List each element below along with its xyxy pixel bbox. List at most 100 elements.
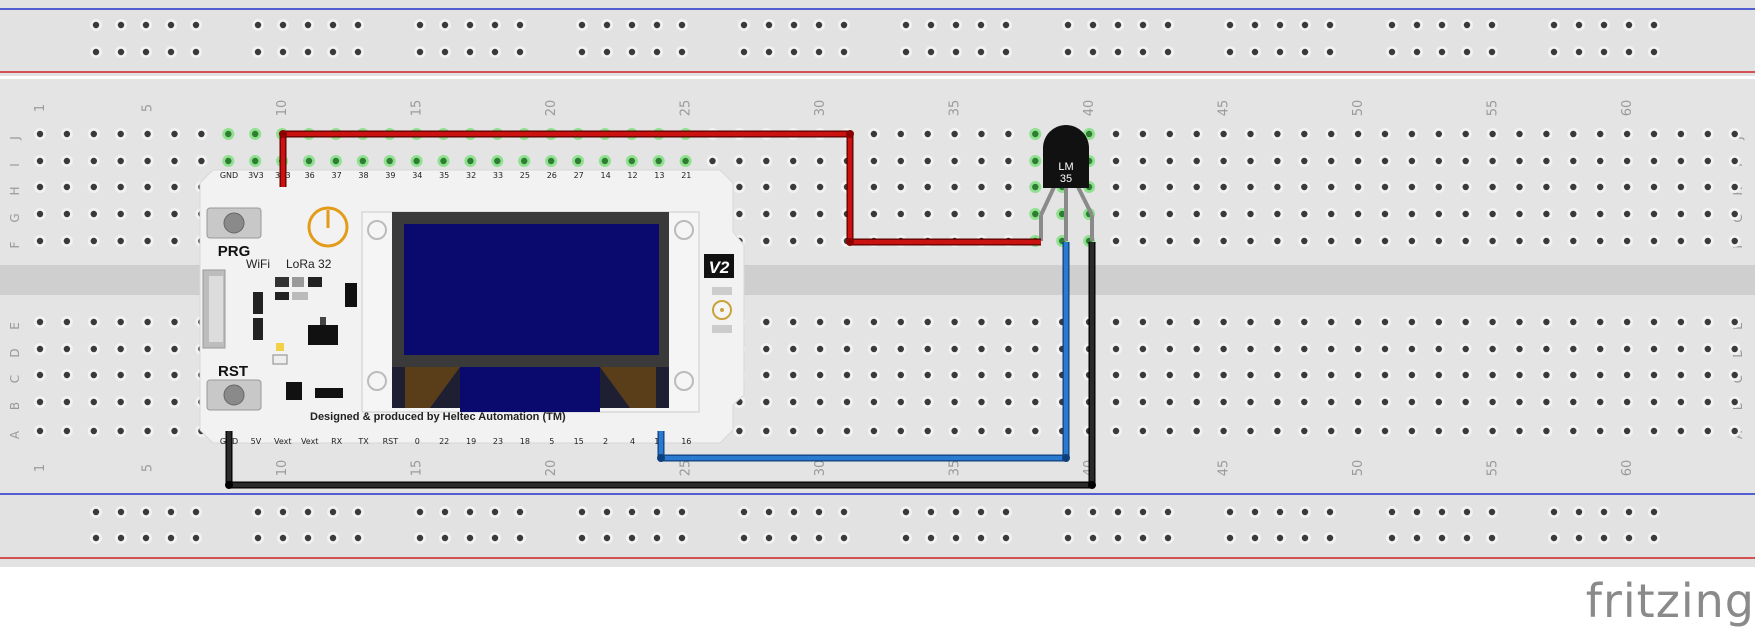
breadboard-hole-center (1085, 130, 1093, 138)
breadboard-hole-center (816, 157, 824, 165)
breadboard-hole-center (36, 318, 44, 326)
breadboard-hole-center (897, 345, 904, 353)
breadboard-hole-center (1677, 345, 1685, 353)
breadboard-hole-center (1166, 237, 1174, 245)
rail-hole-center (1251, 21, 1259, 29)
board-pin-label: 38 (358, 171, 368, 180)
column-label: 10 (275, 100, 290, 117)
rail-hole-center (740, 21, 748, 29)
breadboard-hole-center (359, 157, 366, 165)
rail-hole-center (815, 508, 823, 516)
breadboard-hole-center (1435, 318, 1443, 326)
rail-hole-center (1438, 508, 1446, 516)
rail-hole-center (628, 21, 636, 29)
rail-hole-center (578, 534, 586, 542)
breadboard-hole-center (1328, 345, 1335, 353)
breadboard-hole-center (1731, 183, 1738, 191)
breadboard-hole-center (1112, 157, 1120, 165)
breadboard-hole-center (897, 210, 904, 218)
rail-hole-center (117, 21, 125, 29)
breadboard-hole-center (1597, 183, 1604, 191)
rail-hole-center (578, 48, 586, 56)
breadboard-hole-center (978, 371, 985, 379)
column-label: 40 (1082, 100, 1097, 117)
breadboard-hole-center (547, 157, 555, 165)
rail-hole-center (1388, 508, 1396, 516)
breadboard-hole-center (870, 130, 878, 138)
breadboard-hole-center (1650, 157, 1658, 165)
top-power-rail (0, 0, 1755, 76)
breadboard-hole-center (978, 157, 985, 165)
rail-hole-center (1438, 48, 1446, 56)
breadboard-hole-center (63, 398, 71, 406)
wires (225, 130, 1096, 489)
breadboard-hole-center (978, 210, 985, 218)
breadboard-hole-center (682, 157, 689, 165)
breadboard-hole-center (1193, 130, 1200, 138)
rail-hole-center (815, 48, 823, 56)
breadboard-hole-center (1435, 345, 1443, 353)
breadboard-hole-center (1677, 398, 1685, 406)
breadboard-hole-center (1435, 398, 1443, 406)
rail-hole-center (1064, 21, 1072, 29)
breadboard-hole-center (1166, 183, 1174, 191)
rail-hole-center (329, 534, 337, 542)
oled-ribbon-center (460, 367, 600, 412)
breadboard-hole-center (924, 427, 931, 435)
breadboard-hole-center (1704, 398, 1712, 406)
antenna-pad (712, 287, 732, 295)
row-label: B (8, 402, 22, 410)
rail-hole-center (279, 534, 287, 542)
rail-hole-center (1625, 48, 1633, 56)
breadboard-hole-center (763, 210, 770, 218)
breadboard-hole-center (1247, 318, 1254, 326)
breadboard-hole-center (117, 371, 124, 379)
rst-button[interactable] (223, 384, 245, 406)
breadboard-hole-center (171, 398, 178, 406)
breadboard-hole-center (1489, 210, 1496, 218)
breadboard-hole-center (1005, 157, 1012, 165)
breadboard-hole-center (816, 237, 824, 245)
column-label: 50 (1351, 100, 1366, 117)
breadboard-hole-center (1435, 237, 1443, 245)
rail-hole-center (603, 48, 611, 56)
fritzing-logo: fritzing (1585, 574, 1755, 628)
breadboard-hole-center (843, 371, 851, 379)
breadboard-hole-center (36, 427, 44, 435)
rail-hole-center (1463, 508, 1471, 516)
breadboard-hole-center (1543, 398, 1550, 406)
breadboard-hole-center (816, 345, 824, 353)
board-pin-label: 5 (549, 437, 554, 446)
breadboard-hole-center (897, 183, 904, 191)
rail-hole-center (678, 21, 686, 29)
breadboard-hole-center (144, 210, 151, 218)
breadboard-hole-center (870, 427, 878, 435)
rail-hole-center (1276, 508, 1284, 516)
breadboard-hole-center (1005, 345, 1012, 353)
breadboard-hole-center (63, 183, 71, 191)
rail-hole-center (740, 508, 748, 516)
breadboard-hole-center (1543, 130, 1550, 138)
board-pin-label: 25 (520, 171, 530, 180)
rail-hole-center (740, 48, 748, 56)
rail-hole-center (1326, 21, 1334, 29)
breadboard-hole-center (790, 210, 797, 218)
breadboard-hole-center (1301, 398, 1308, 406)
column-label: 25 (679, 460, 694, 477)
oled-mount-hole (367, 371, 387, 391)
breadboard-hole-center (1139, 427, 1147, 435)
breadboard-hole-center (1381, 345, 1389, 353)
rail-hole-center (167, 508, 175, 516)
rail-hole-center (1600, 21, 1608, 29)
rail-hole-center (516, 508, 524, 516)
prg-button[interactable] (223, 212, 245, 234)
lm35-sensor[interactable]: LM 35 (1039, 125, 1094, 241)
breadboard-hole-center (897, 427, 904, 435)
breadboard-hole-center (1677, 210, 1685, 218)
column-label: 60 (1620, 460, 1635, 477)
breadboard-hole-center (1274, 237, 1281, 245)
rail-hole-center (192, 21, 200, 29)
breadboard-hole-center (1650, 398, 1658, 406)
column-label: 45 (1217, 460, 1232, 477)
